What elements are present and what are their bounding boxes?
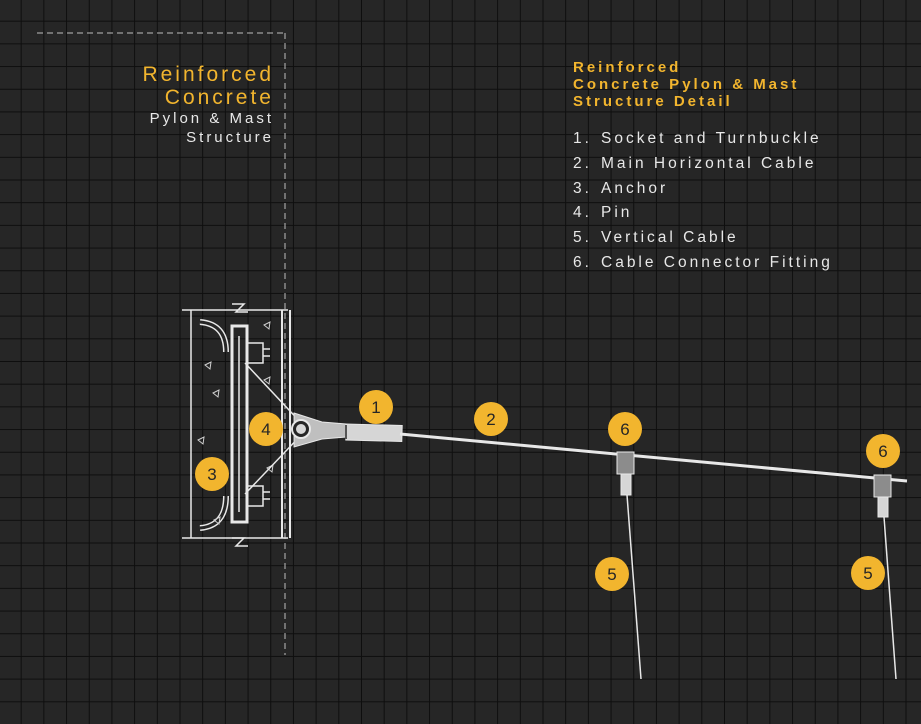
legend-item: 2. Main Horizontal Cable [573,152,913,177]
title-line-2: Concrete [164,86,274,109]
legend-item-label: Vertical Cable [601,229,739,247]
legend-item: 1. Socket and Turnbuckle [573,127,913,152]
badge-vertical-left: 5 [595,557,629,591]
socket-assembly [291,412,403,448]
legend-list: 1. Socket and Turnbuckle 2. Main Horizonta… [573,127,913,276]
connector-fitting-right [873,474,892,518]
legend-item: 4. Pin [573,201,913,226]
badge-connector-left-label: 6 [620,420,629,439]
legend-item-number: 2. [573,154,592,172]
badge-anchor-label: 3 [207,465,216,484]
vertical-cable-left [626,494,642,680]
main-horizontal-cable [399,432,908,483]
legend-item: 3. Anchor [573,177,913,202]
main-title: Reinforced Concrete Pylon & Mast Structu… [60,63,274,147]
vertical-cable-right [883,516,897,680]
legend-item: 6. Cable Connector Fitting [573,251,913,276]
legend-item: 5. Vertical Cable [573,226,913,251]
legend-item-number: 6. [573,253,592,271]
legend-item-label: Cable Connector Fitting [601,253,833,271]
legend-item-label: Main Horizontal Cable [601,154,817,172]
badge-anchor: 3 [195,457,229,491]
detail-title-line-1: Reinforced [573,59,682,76]
concrete-wall [182,303,291,547]
title-line-3: Pylon & Mast [149,110,274,127]
aggregate-marks [197,321,274,525]
badge-vertical-right-label: 5 [863,564,872,583]
legend-item-number: 4. [573,204,592,222]
legend-item-label: Anchor [601,179,669,197]
legend-item-label: Socket and Turnbuckle [601,130,822,147]
legend-item-number: 1. [573,130,592,147]
badge-connector-left: 6 [608,412,642,446]
detail-title-line-3: Structure Detail [573,93,733,110]
title-line-4: Structure [186,129,274,146]
badge-cable-label: 2 [486,410,495,429]
badge-socket-label: 1 [371,398,380,417]
legend-item-number: 5. [573,229,592,247]
detail-title-line-2: Concrete Pylon & Mast [573,76,800,93]
dashed-outline [37,32,286,655]
badge-pin: 4 [249,412,283,446]
detail-panel: Reinforced Concrete Pylon & Mast Structu… [573,59,913,276]
badge-vertical-right: 5 [851,556,885,590]
badge-pin-label: 4 [261,420,270,439]
badge-cable: 2 [474,402,508,436]
badge-vertical-left-label: 5 [607,565,616,584]
legend-item-number: 3. [573,179,592,197]
legend-item-label: Pin [601,204,633,222]
badge-socket: 1 [359,390,393,424]
connector-fitting-left [616,451,635,496]
badge-connector-right: 6 [866,434,900,468]
badge-connector-right-label: 6 [878,442,887,461]
title-line-1: Reinforced [142,63,274,86]
